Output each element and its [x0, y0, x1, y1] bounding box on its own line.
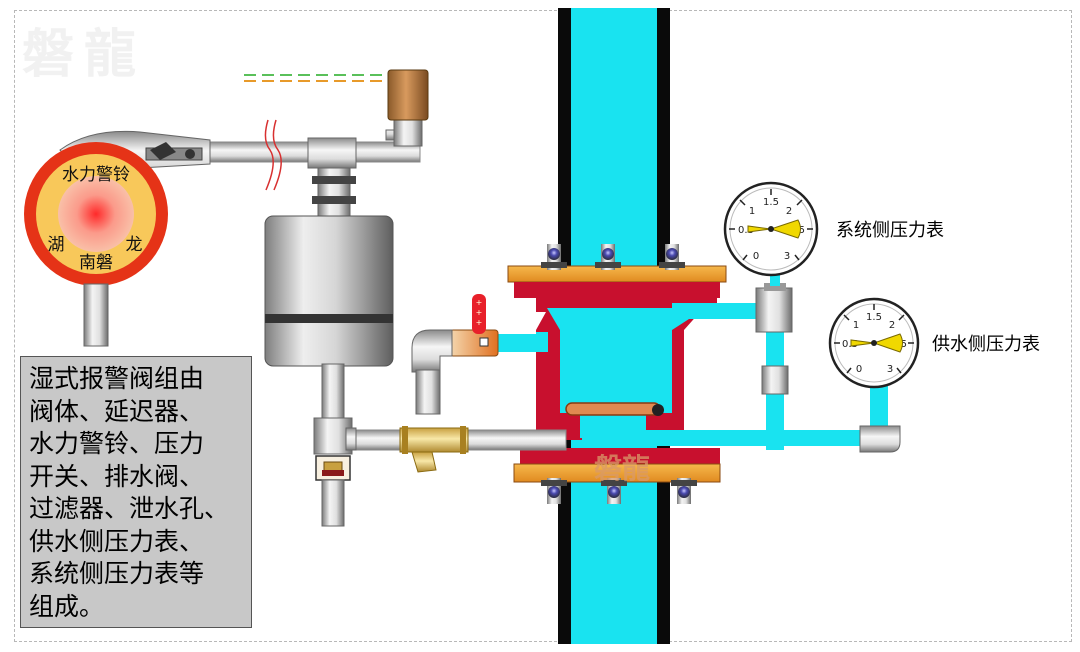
sys-tick-0: 0: [753, 251, 759, 262]
sup-tick-0-5: 0.5: [842, 339, 858, 350]
sys-tick-3: 3: [784, 251, 790, 262]
svg-text:+: +: [476, 318, 483, 327]
sup-tick-1: 1: [853, 320, 859, 331]
bell-left-char: 湖: [48, 235, 65, 255]
water-motor-alarm-bell: [24, 130, 211, 347]
sys-tick-0-5: 0.5: [738, 225, 754, 236]
description-line: 供水侧压力表、: [29, 526, 205, 556]
description-line: 系统侧压力表等: [29, 559, 205, 588]
description-line: 过滤器、泄水孔、: [29, 494, 230, 523]
description-line: 阀体、延迟器、: [29, 396, 205, 426]
description-line: 开关、排水阀、: [29, 461, 205, 491]
alarm-line-pipe: [347, 426, 567, 473]
bell-bottom-text: 南磐: [79, 253, 113, 273]
bottom-flange: [513, 448, 721, 504]
sys-tick-1: 1: [749, 206, 755, 217]
sup-tick-2: 2: [889, 320, 895, 331]
top-flange: [507, 244, 727, 298]
description-line: 湿式报警阀组由: [29, 364, 205, 393]
description-line: 水力警铃、压力: [29, 429, 205, 458]
bell-right-char: 龙: [126, 235, 143, 255]
diagram-frame: [14, 10, 1072, 642]
svg-text:+: +: [476, 298, 483, 307]
sup-tick-0: 0: [856, 364, 862, 375]
system-pressure-gauge: 0 0.5 1 1.5 2 2.5 3: [723, 181, 819, 277]
system-gauge-label: 系统侧压力表: [836, 220, 944, 241]
retard-chamber: [264, 167, 394, 527]
supply-pressure-gauge: 0 0.5 1 1.5 2 2.5 3: [828, 297, 920, 389]
drain-valve-assembly: + + +: [411, 294, 538, 415]
watermark: 磐龍: [22, 25, 147, 85]
description-line: 组成。: [29, 591, 105, 621]
bell-line-pipe: [209, 69, 429, 191]
alarm-valve-body: [536, 298, 717, 440]
sys-tick-2: 2: [786, 206, 792, 217]
bell-top-text: 水力警铃: [62, 165, 130, 185]
description-box: 湿式报警阀组由 阀体、延迟器、 水力警铃、压力 开关、排水阀、 过滤器、泄水孔、…: [20, 356, 252, 628]
bell-labels: 水力警铃 湖 龙 南磐: [48, 165, 143, 273]
sup-tick-3: 3: [887, 364, 893, 375]
supply-gauge-label: 供水侧压力表: [932, 334, 1040, 355]
gauge-pipes: [582, 270, 901, 453]
sup-tick-1-5: 1.5: [866, 312, 882, 323]
sys-tick-1-5: 1.5: [763, 197, 779, 208]
svg-text:+: +: [476, 308, 483, 317]
flange-watermark: 磐龍: [594, 452, 650, 485]
